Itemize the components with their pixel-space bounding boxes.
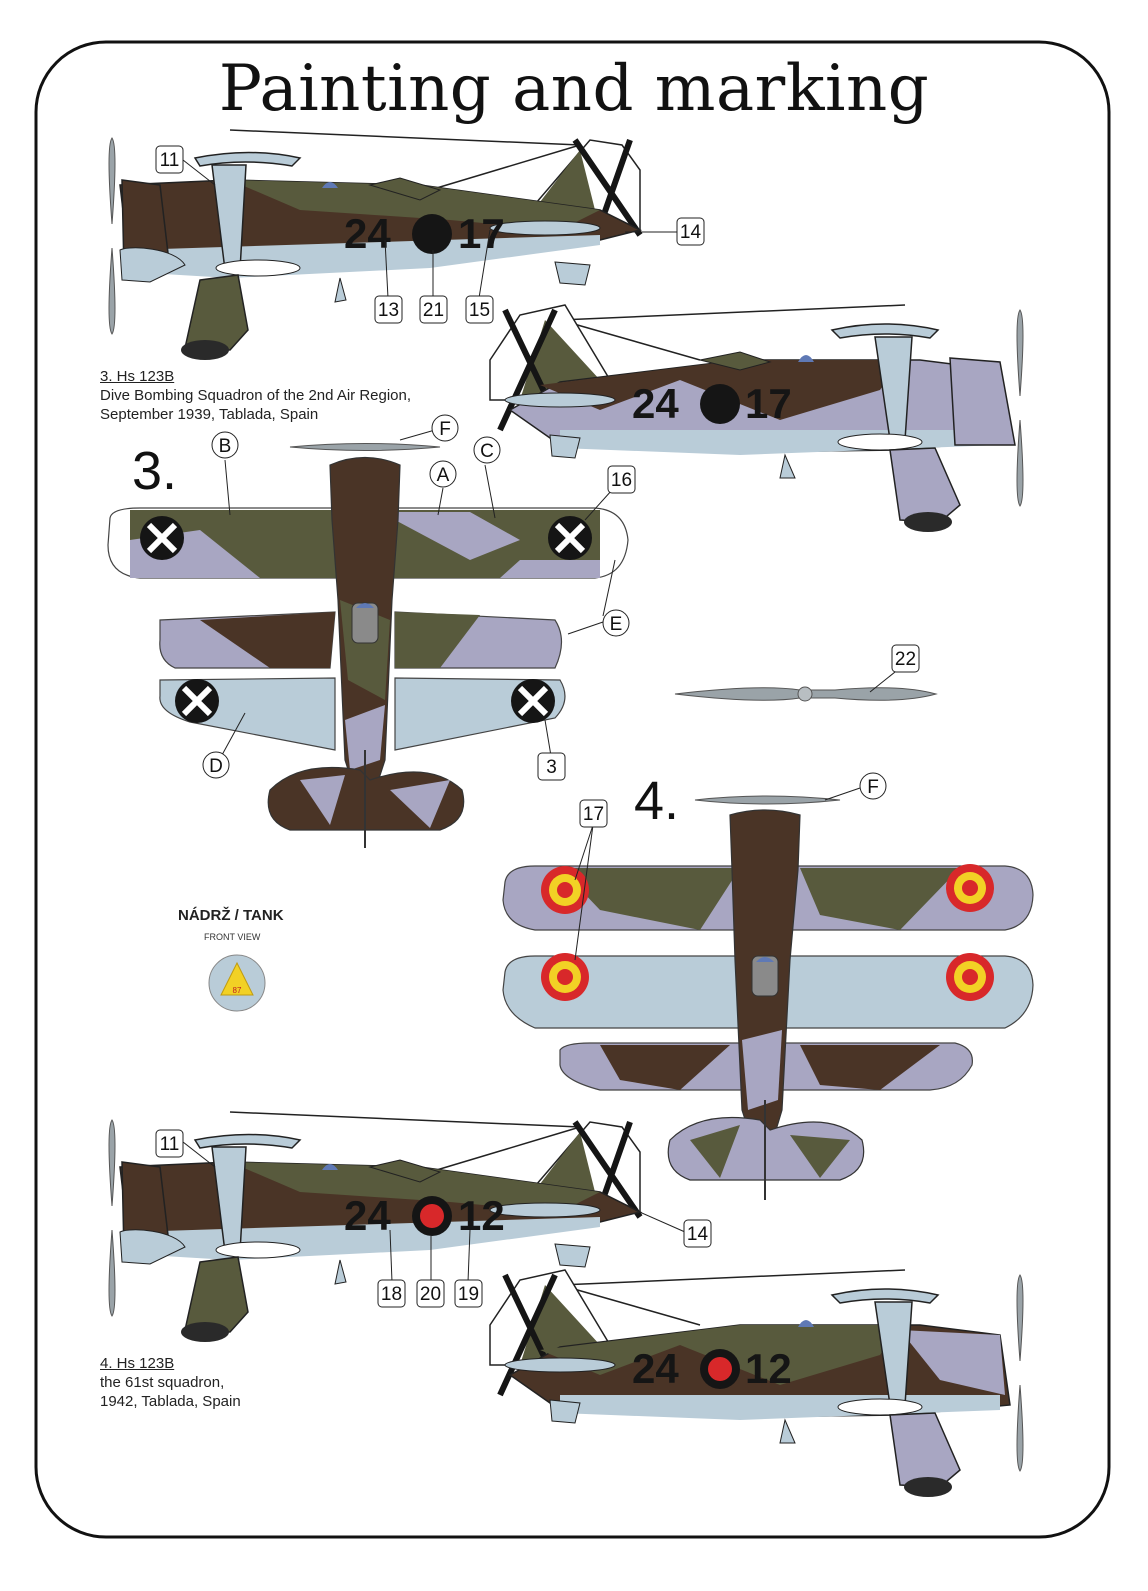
scheme3-side-left: 24 17 [108,129,643,360]
tank-badge: 87 [233,986,242,995]
svg-text:D: D [209,756,223,777]
svg-text:14: 14 [680,222,702,243]
scheme3-code-right-r: 17 [745,380,792,427]
scheme4-code-left: 24 [344,1192,391,1239]
callout-A: A [429,460,457,488]
scheme3-code-left-r: 24 [632,380,679,427]
tank-subtitle: FRONT VIEW [204,932,261,942]
callout-3: 3 [537,752,566,781]
scheme4-side-right: 24 12 [489,1269,1024,1497]
svg-text:17: 17 [583,804,604,825]
callout-16: 16 [607,465,636,494]
svg-text:B: B [219,436,232,457]
callout-E: E [602,609,630,637]
scheme4-caption-line1: the 61st squadron, [100,1374,225,1391]
callout-F-s4: F [859,772,887,800]
callout-22: 22 [891,644,920,673]
page-title: Painting and marking [218,52,930,126]
callout-17: 17 [579,799,608,828]
svg-text:3: 3 [546,757,557,778]
svg-text:21: 21 [423,300,444,321]
svg-text:16: 16 [611,470,632,491]
svg-text:F: F [867,777,879,798]
callout-11-s3: 11 [155,145,184,174]
scheme4-number: 4. [634,771,680,831]
svg-text:E: E [610,614,623,635]
svg-text:C: C [480,441,494,462]
callout-14-s4: 14 [683,1219,712,1248]
svg-text:18: 18 [381,1284,402,1305]
scheme4-name: 4. Hs 123B [100,1355,175,1372]
tank-front-view: 87 [208,954,266,1012]
svg-text:A: A [437,465,450,486]
svg-text:14: 14 [687,1224,709,1245]
scheme4-side-left: 24 12 [108,1111,643,1342]
callout-leaders [182,159,901,1283]
scheme3-caption: 3. Hs 123B Dive Bombing Squadron of the … [100,367,411,424]
scheme3-number: 3. [132,441,178,501]
scheme4-code-right: 12 [458,1192,505,1239]
svg-text:11: 11 [160,1134,180,1155]
callout-18: 18 [377,1279,406,1308]
scheme3-name: 3. Hs 123B [100,368,175,385]
callout-C: C [473,436,501,464]
callouts: 11 14 13 21 15 A B C D E F 3 16 22 17 F … [155,145,920,1308]
svg-text:22: 22 [895,649,916,670]
propeller-view [674,686,938,702]
callout-B: B [211,431,239,459]
callout-D: D [202,751,230,779]
svg-text:19: 19 [458,1284,479,1305]
callout-15: 15 [465,295,494,324]
scheme3-plan [107,443,629,848]
callout-20: 20 [416,1279,445,1308]
scheme3-code-right: 17 [458,210,505,257]
tank-title: NÁDRŽ / TANK [178,907,284,924]
callout-14-s3: 14 [676,217,705,246]
scheme4-plan [502,795,1034,1200]
scheme3-code-left: 24 [344,210,391,257]
svg-text:F: F [439,419,451,440]
scheme3-caption-line1: Dive Bombing Squadron of the 2nd Air Reg… [100,387,412,404]
scheme4-code-right-r: 12 [745,1345,792,1392]
svg-text:13: 13 [378,300,399,321]
scheme3-caption-line2: September 1939, Tablada, Spain [100,406,319,423]
callout-19: 19 [454,1279,483,1308]
scheme3-side-right: 24 17 [489,304,1024,532]
scheme4-caption: 4. Hs 123B the 61st squadron, 1942, Tabl… [100,1354,241,1411]
svg-text:15: 15 [469,300,490,321]
callout-21: 21 [419,295,448,324]
scheme4-code-left-r: 24 [632,1345,679,1392]
svg-text:11: 11 [160,150,180,171]
svg-text:20: 20 [420,1284,441,1305]
scheme4-caption-line2: 1942, Tablada, Spain [100,1393,241,1410]
callout-F-s3: F [431,414,459,442]
callout-13: 13 [374,295,403,324]
callout-11-s4: 11 [155,1129,184,1158]
